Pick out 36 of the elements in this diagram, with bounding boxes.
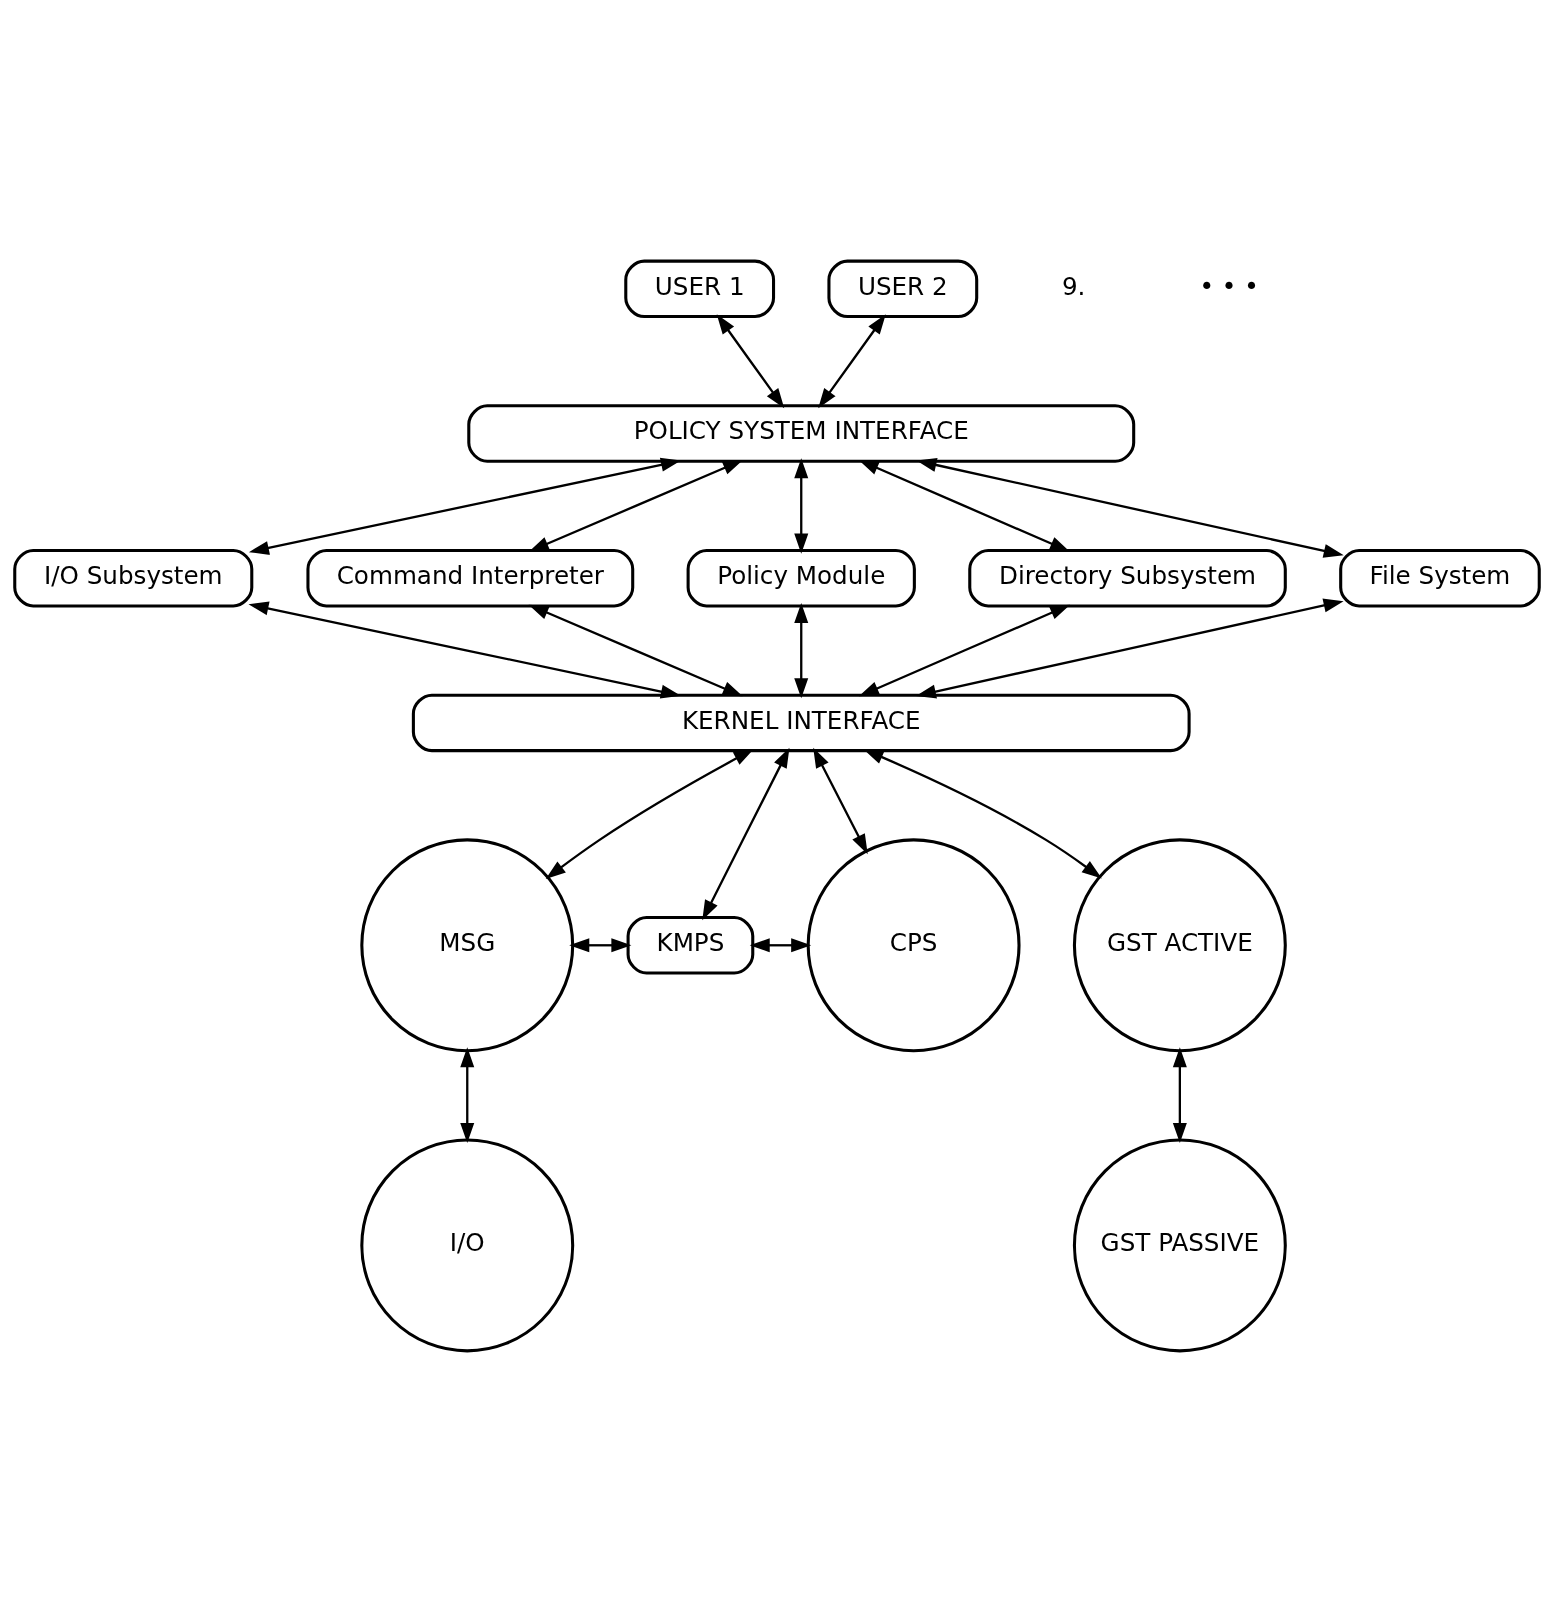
- arrow: [716, 314, 785, 409]
- arrow: [858, 460, 1070, 552]
- arrow: [915, 598, 1344, 699]
- arrow: [749, 938, 812, 953]
- node-box: KMPS: [626, 916, 755, 975]
- arrow: [858, 604, 1071, 697]
- arrow: [248, 601, 681, 699]
- node-box: Policy Module: [686, 548, 916, 608]
- node-box: KERNEL INTERFACE: [411, 693, 1191, 753]
- arrow: [794, 602, 809, 699]
- arrow: [248, 457, 681, 555]
- arrow: [863, 749, 1102, 879]
- node-box: Command Interpreter: [306, 548, 635, 608]
- node-circle: MSG: [360, 838, 575, 1053]
- node-box: USER 2: [827, 259, 979, 319]
- node-box: File System: [1339, 548, 1541, 608]
- arrow: [1172, 1047, 1187, 1144]
- arrow: [545, 749, 754, 880]
- label: 9.: [1061, 271, 1086, 301]
- arrow: [794, 458, 809, 554]
- arrow: [813, 747, 868, 855]
- node-box: Directory Subsystem: [968, 548, 1287, 608]
- node-box: I/O Subsystem: [13, 548, 254, 608]
- arrow: [569, 938, 632, 953]
- node-circle: CPS: [806, 838, 1021, 1053]
- node-circle: I/O: [360, 1138, 575, 1353]
- node-box: USER 1: [624, 259, 776, 319]
- arrow: [460, 1047, 475, 1144]
- arrow: [818, 314, 886, 409]
- arrow: [916, 458, 1344, 558]
- node-circle: GST ACTIVE: [1072, 838, 1287, 1053]
- node-circle: GST PASSIVE: [1072, 1138, 1287, 1353]
- label: • • •: [1199, 271, 1259, 301]
- arrow: [702, 747, 790, 921]
- arrow: [528, 604, 743, 697]
- node-box: POLICY SYSTEM INTERFACE: [467, 404, 1136, 463]
